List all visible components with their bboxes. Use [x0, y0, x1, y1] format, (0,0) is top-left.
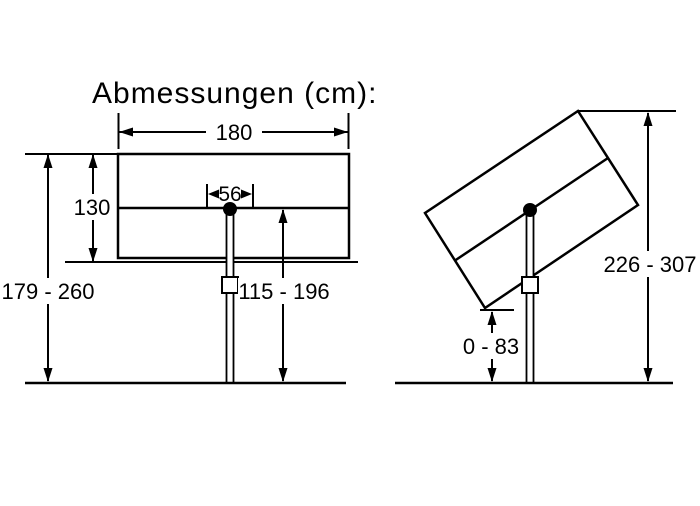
- dimension-width: 180: [117, 113, 350, 149]
- label-backing: [604, 251, 696, 277]
- arrowhead-up: [643, 112, 653, 126]
- parasol-panel-tilted: [423, 109, 640, 310]
- tilted-view: 226 - 307 0 - 83: [395, 109, 697, 385]
- dimension-panel-height: 130: [71, 154, 114, 262]
- arrowhead-down: [88, 248, 98, 262]
- label-backing: [206, 120, 262, 145]
- pole-clamp-tilted: [521, 276, 539, 294]
- arrowhead-down: [487, 368, 497, 382]
- arrowhead-up: [278, 209, 288, 223]
- dimension-clearance: 0 - 83: [461, 311, 522, 382]
- pivot-joint-tilted: [523, 203, 537, 217]
- arrowhead-up: [88, 154, 98, 168]
- dimension-total-height-front: 179 - 260: [1, 154, 96, 382]
- label-backing: [238, 278, 330, 304]
- arrowhead-left: [119, 127, 133, 137]
- label-backing: [1, 278, 96, 304]
- pole-tilted: [525, 209, 535, 384]
- pivot-joint-front: [223, 202, 237, 216]
- width-label: 180: [216, 120, 253, 145]
- dimension-total-height-tilted: 226 - 307: [604, 112, 697, 382]
- dimension-pole-offset: 56: [206, 183, 254, 208]
- clearance-label: 0 - 83: [463, 334, 519, 359]
- pole-front: [225, 208, 235, 384]
- arrowhead-down: [278, 368, 288, 382]
- pole-clamp-front: [221, 276, 239, 294]
- hub-height-label: 115 - 196: [238, 279, 329, 304]
- front-view: 180 130 179 - 260 56: [1, 113, 358, 385]
- page-title: Abmessungen (cm):: [92, 77, 377, 110]
- arrowhead-up: [43, 154, 53, 168]
- label-backing: [461, 333, 522, 359]
- arrowhead-up: [487, 311, 497, 325]
- arrowhead-left: [208, 189, 219, 199]
- arrowhead-right: [334, 127, 348, 137]
- arrowhead-down: [43, 368, 53, 382]
- dimension-hub-height: 115 - 196: [238, 209, 330, 382]
- panel-height-label: 130: [74, 195, 111, 220]
- arrowhead-right: [241, 189, 252, 199]
- pole-offset-label: 56: [218, 183, 241, 206]
- arrowhead-down: [643, 368, 653, 382]
- label-backing: [71, 194, 114, 220]
- total-height-label: 179 - 260: [2, 279, 95, 304]
- tilted-total-height-label: 226 - 307: [604, 252, 697, 277]
